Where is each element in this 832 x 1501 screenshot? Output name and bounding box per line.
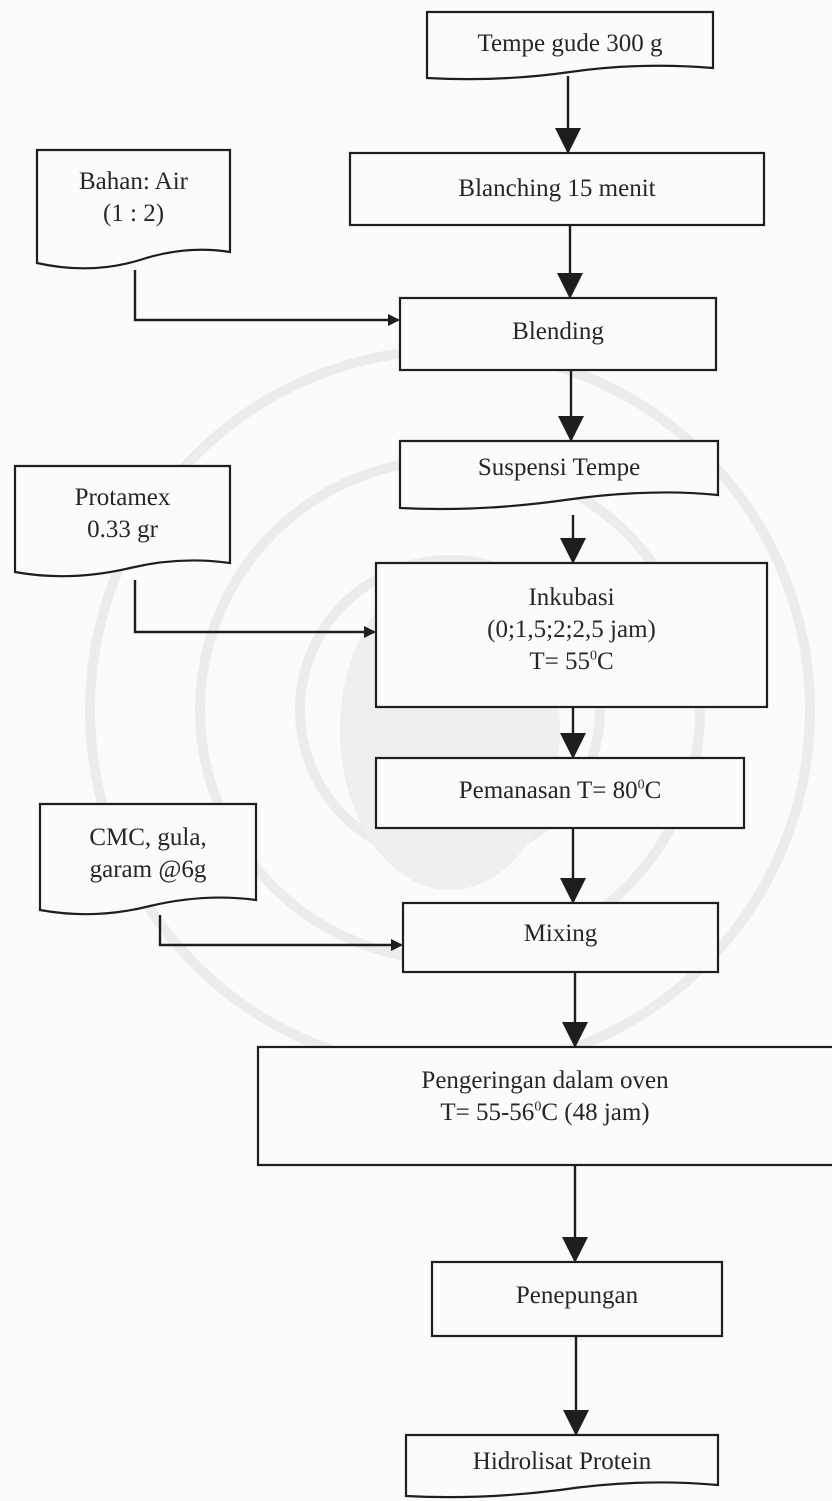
node-suspensi-shape [398,439,720,511]
node-inkubasi-title: Inkubasi [528,584,615,611]
arrow-cmc-to-mixing [158,915,403,951]
node-blending-label: Blending [400,316,716,348]
input-cmc-line2: garam @6g [89,856,207,883]
node-blanching-label: Blanching 15 menit [350,173,764,205]
node-pemanasan-prefix: Pemanasan T= 80 [458,777,638,804]
node-pengeringan-temp-degree: 0 [534,1099,542,1115]
node-penepungan-shape [430,1260,724,1338]
node-hidrolisat-label: Hidrolisat Protein [406,1446,718,1478]
input-protamex-line1: Protamex [74,484,171,511]
node-inkubasi-temp-prefix: T= 55 [529,648,590,675]
node-mixing-label: Mixing [403,918,718,950]
input-protamex-label: Protamex 0.33 gr [15,482,230,546]
node-penepungan-label: Penepungan [432,1280,722,1312]
node-inkubasi-temp: T= 550C [376,646,767,678]
node-mixing-shape [401,901,720,974]
arrow-air-to-blending [133,270,400,326]
input-air-shape [35,148,232,270]
input-protamex-shape [13,464,232,578]
node-pemanasan-suffix: C [644,777,662,804]
node-pengeringan-shape [256,1045,832,1167]
node-tempe-gude-label: Tempe gude 300 g [427,28,713,60]
node-pemanasan-text: Pemanasan T= 800C [376,775,744,807]
node-suspensi-text: Suspensi Tempe [477,454,641,481]
node-inkubasi-temp-suffix: C [596,648,614,675]
node-blending-text: Blending [512,318,604,345]
node-tempe-gude-text: Tempe gude 300 g [477,30,663,57]
input-cmc-shape [38,802,258,916]
node-tempe-gude-shape [425,10,715,81]
node-pengeringan-label: Pengeringan dalam oven T= 55-560C (48 ja… [258,1065,832,1129]
node-pengeringan-title: Pengeringan dalam oven [421,1067,669,1094]
node-pemanasan-shape [374,756,746,830]
node-pengeringan-temp-prefix: T= 55-56 [440,1099,535,1126]
node-blending-shape [398,296,718,372]
node-inkubasi-label: Inkubasi (0;1,5;2;2,5 jam) T= 550C [376,582,767,678]
input-air-line1: Bahan: Air [78,168,188,195]
node-inkubasi-times: (0;1,5;2;2,5 jam) [487,616,656,643]
node-pemanasan-degree: 0 [637,777,645,793]
input-cmc-line1: CMC, gula, [89,824,207,851]
node-hidrolisat-shape [404,1433,720,1499]
arrow-protamex-to-inkubasi [133,580,376,638]
input-air-line2: (1 : 2) [102,200,165,227]
input-cmc-label: CMC, gula, garam @6g [40,822,256,886]
node-blanching-text: Blanching 15 menit [458,175,656,202]
node-inkubasi-temp-degree: 0 [589,648,597,664]
node-hidrolisat-text: Hidrolisat Protein [472,1448,652,1475]
node-pengeringan-temp: T= 55-560C (48 jam) [258,1097,832,1129]
input-protamex-line2: 0.33 gr [87,516,158,543]
node-blanching-shape [348,151,766,227]
node-penepungan-text: Penepungan [515,1282,639,1309]
node-pemanasan-label: Pemanasan T= 800C [376,775,744,807]
node-pengeringan-temp-suffix: C (48 jam) [541,1099,650,1126]
node-mixing-text: Mixing [523,920,598,947]
node-suspensi-label: Suspensi Tempe [400,452,718,484]
input-air-label: Bahan: Air (1 : 2) [37,166,230,230]
